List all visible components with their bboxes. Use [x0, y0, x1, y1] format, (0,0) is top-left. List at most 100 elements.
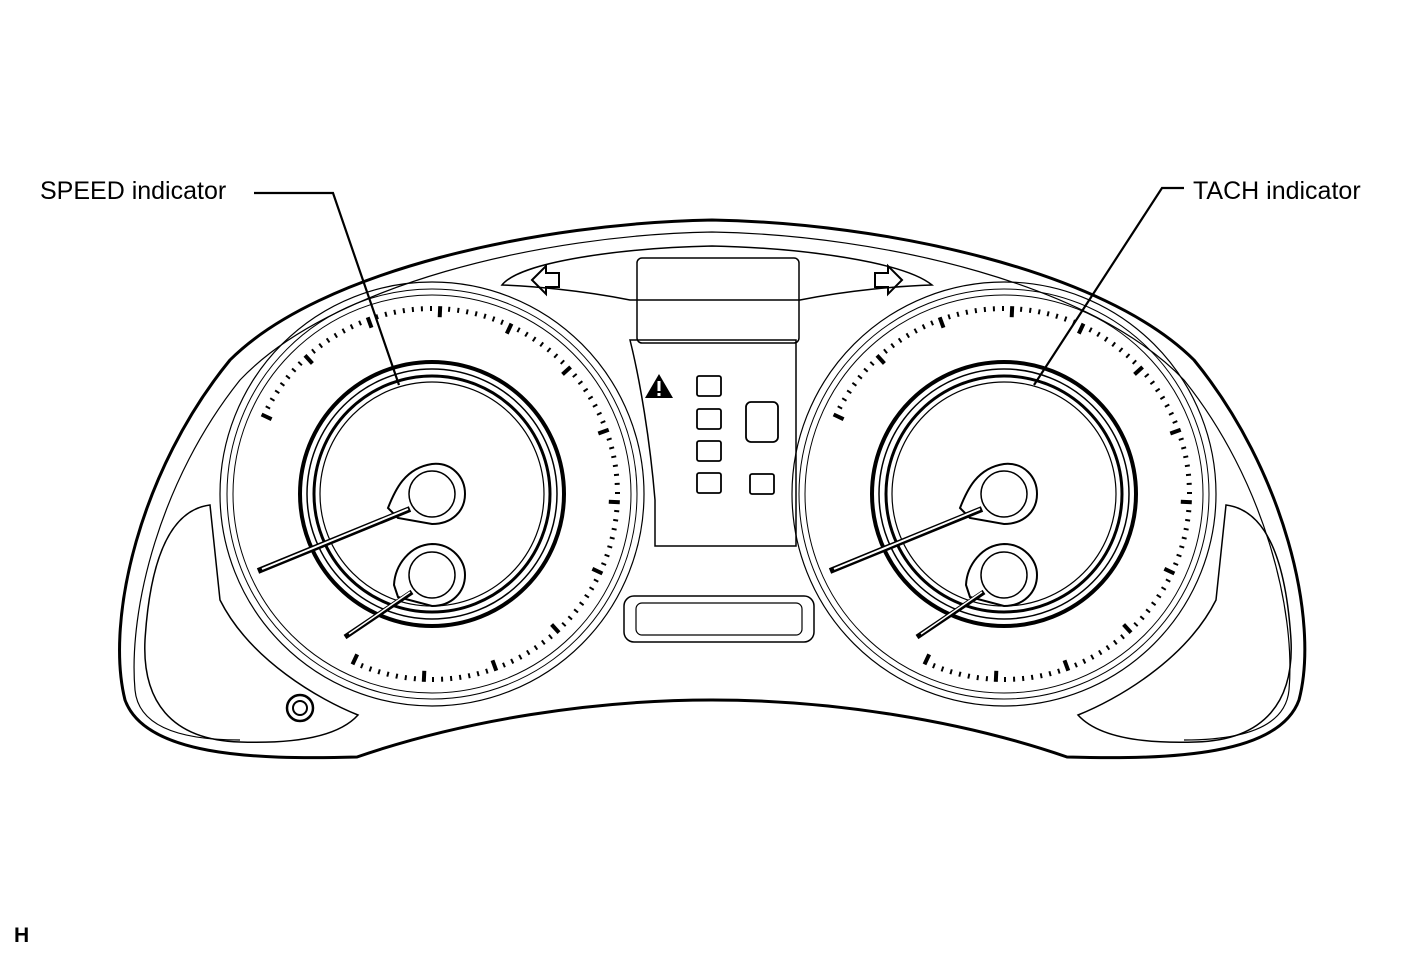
speed-bezel-mid — [226, 288, 638, 700]
speed-tick — [612, 464, 618, 468]
speed-tick — [404, 675, 408, 681]
tach-tick — [1144, 373, 1150, 378]
speed-tick — [447, 306, 451, 312]
tach-tick — [1156, 593, 1162, 599]
speed-tick — [539, 341, 545, 347]
center-panel — [623, 257, 815, 643]
bottom-display-inner — [635, 602, 803, 636]
speed-tick — [608, 499, 620, 505]
tach-tick — [1164, 403, 1170, 408]
indicator-lamp-5 — [749, 473, 775, 495]
tach-tick — [1028, 307, 1032, 313]
bottom-display-outer — [623, 595, 815, 643]
tach-tick — [1113, 639, 1118, 646]
tach-tick — [958, 671, 962, 677]
indicator-lamp-large — [745, 401, 779, 443]
speed-tick — [553, 353, 559, 359]
speed-tick — [449, 675, 453, 682]
speed-needle — [256, 506, 412, 574]
speed-tick — [578, 601, 585, 607]
tach-tick — [1111, 341, 1116, 347]
tach-tick — [890, 343, 896, 349]
tach-tick — [1181, 446, 1187, 450]
speed-tick — [533, 645, 539, 651]
tach-tick — [1180, 499, 1192, 505]
speed-tick — [325, 337, 331, 343]
trip-knob-icon — [285, 693, 315, 723]
speed-tick — [386, 671, 390, 677]
tach-tick — [1181, 536, 1187, 540]
indicator-lamp-4 — [696, 472, 722, 494]
tach-tick — [863, 367, 869, 373]
speed-tick — [593, 578, 599, 583]
tach-tick — [983, 306, 987, 313]
speed-tick — [604, 553, 610, 558]
tach-tick — [1088, 327, 1093, 333]
speed-tick — [573, 608, 579, 614]
speed-tick — [609, 536, 615, 540]
tach-tick — [1098, 649, 1103, 656]
speed-callout-label: SPEED indicator — [40, 177, 226, 205]
tach-tick — [851, 381, 858, 387]
tach-tick — [1105, 645, 1111, 651]
speed-tick — [491, 316, 496, 322]
tach-tick — [883, 348, 888, 354]
speed-tick — [384, 311, 388, 317]
tach-tick — [1082, 658, 1087, 664]
speed-tick — [592, 403, 598, 408]
speed-tick — [297, 361, 303, 367]
tach-tick — [1169, 427, 1182, 436]
speed-tick — [476, 671, 480, 677]
tach-tick — [1160, 586, 1167, 591]
tach-tick — [1039, 673, 1043, 679]
cluster-housing — [118, 218, 1307, 760]
tach-tick — [1185, 473, 1192, 477]
speed-upper-hub-face — [408, 470, 456, 518]
tach-tick — [1133, 621, 1139, 627]
tach-lower-hub-face — [980, 551, 1028, 599]
speed-tick — [518, 654, 523, 660]
speed-tick — [333, 332, 338, 339]
speed-bezel-outer — [219, 281, 645, 707]
speed-tick — [285, 374, 291, 380]
tach-tick — [1183, 455, 1189, 459]
tach-tick — [1021, 675, 1025, 682]
speed-tick — [546, 347, 552, 353]
tach-bezel-outer — [791, 281, 1217, 707]
tach-tick — [1096, 331, 1101, 338]
speed-tick — [526, 649, 531, 656]
tach-tick — [1150, 601, 1157, 607]
tach-tick — [1046, 311, 1050, 317]
speed-tick — [485, 668, 489, 674]
tach-callout-label: TACH indicator — [1193, 177, 1361, 205]
tach-tick — [949, 669, 953, 675]
speed-tick — [411, 306, 415, 313]
speed-tick — [591, 566, 604, 576]
tach-tick — [832, 412, 845, 422]
tach-tick — [1145, 608, 1151, 614]
speed-tick — [596, 411, 602, 416]
speed-tick — [291, 367, 297, 373]
tach-tick — [937, 316, 946, 329]
speed-tick — [540, 639, 546, 646]
speed-leader-line — [254, 191, 401, 386]
speed-tick — [279, 381, 285, 387]
tach-tick — [1185, 518, 1191, 522]
tach-tick — [846, 389, 852, 395]
tach-tick — [956, 311, 960, 317]
speed-upper-hub — [386, 462, 467, 526]
speed-tick — [465, 309, 469, 315]
speed-tick — [458, 674, 462, 680]
tach-tick — [932, 663, 936, 669]
speed-tick — [375, 314, 379, 320]
tach-dial-ring-3 — [884, 374, 1124, 614]
tach-tick — [1055, 313, 1059, 319]
tach-tick — [1139, 615, 1145, 621]
tach-tick — [875, 354, 886, 365]
speed-tick — [500, 319, 504, 325]
tach-tick — [985, 676, 989, 682]
tach-tick — [1063, 316, 1068, 322]
lcd-display — [636, 257, 800, 344]
speed-tick — [613, 473, 620, 477]
